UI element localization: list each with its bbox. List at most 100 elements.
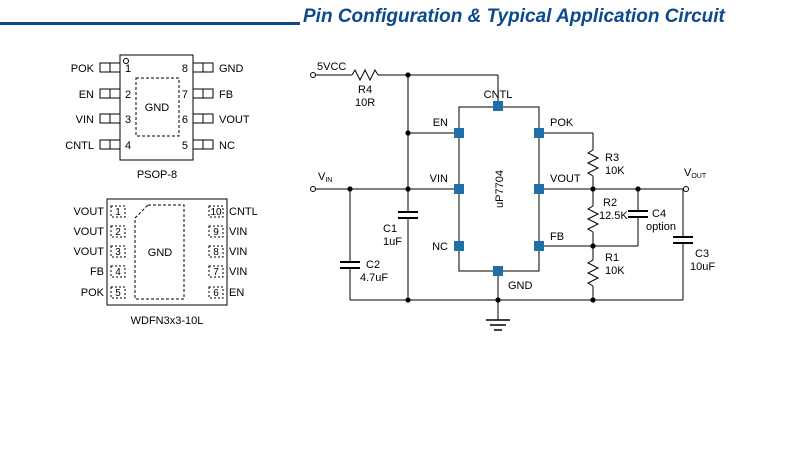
r3-resistor (586, 149, 600, 177)
psop8-pin1-marker (123, 58, 129, 64)
pad-en (454, 128, 464, 138)
psop8-label-8: GND (219, 63, 244, 75)
c4-value: option (646, 221, 676, 233)
psop8-label-2: EN (79, 89, 94, 101)
ic-pin-gnd-label: GND (508, 280, 533, 292)
r2-name: R2 (603, 197, 617, 209)
wdfn-pad-label: GND (148, 247, 173, 259)
c1-name: C1 (383, 223, 397, 235)
r1-value: 10K (605, 265, 625, 277)
psop8-label-4: CNTL (65, 140, 94, 152)
psop8-label-6: VOUT (219, 114, 250, 126)
wdfn-num-8: 8 (213, 247, 219, 258)
wdfn-label-9: VIN (229, 226, 247, 238)
ic-pin-nc-label: NC (432, 241, 448, 253)
psop8-num-2: 2 (125, 89, 131, 101)
r4-value: 10R (355, 97, 375, 109)
psop8-package (99, 54, 214, 161)
r4-name: R4 (358, 84, 372, 96)
wdfn-num-6: 6 (213, 288, 219, 299)
pad-pok (534, 128, 544, 138)
wdfn-package (106, 198, 228, 306)
wdfn-num-3: 3 (115, 247, 121, 258)
wdfn-label-4: FB (90, 266, 104, 278)
wdfn-num-1: 1 (115, 207, 121, 218)
psop8-num-4: 4 (125, 140, 131, 152)
pad-cntl (493, 101, 503, 111)
wdfn-package-name: WDFN3x3-10L (131, 315, 204, 327)
ic-pin-cntl-label: CNTL (484, 89, 513, 101)
psop8-pad-label: GND (145, 102, 170, 114)
ic-pin-pads (454, 101, 544, 276)
psop8-num-3: 3 (125, 114, 131, 126)
wdfn-num-9: 9 (213, 227, 219, 238)
wdfn-label-6: EN (229, 287, 244, 299)
wdfn-pin-10 (208, 205, 224, 218)
ic-pin-vin-label: VIN (430, 173, 448, 185)
vout-label: VOUT (684, 167, 707, 180)
psop8-body (119, 54, 194, 161)
wdfn-pin-3 (110, 245, 126, 258)
psop8-num-8: 8 (182, 63, 188, 75)
wdfn-num-7: 7 (213, 267, 219, 278)
wdfn-pin-7 (208, 265, 224, 278)
r1-name: R1 (605, 252, 619, 264)
5vcc-terminal (310, 72, 316, 78)
c3-name: C3 (695, 248, 709, 260)
c1-value: 1uF (383, 236, 402, 248)
psop8-thermal-pad (135, 77, 180, 137)
c2-value: 4.7uF (360, 272, 388, 284)
ic-part-name: uP7704 (494, 170, 506, 208)
wdfn-pin-5 (110, 286, 126, 299)
vout-terminal (683, 186, 689, 192)
page-title: Pin Configuration & Typical Application … (303, 6, 725, 27)
c3-value: 10uF (690, 261, 715, 273)
ic-pin-pok-label: POK (550, 117, 574, 129)
r2-value: 12.5K (599, 210, 628, 222)
wdfn-pin-9 (208, 225, 224, 238)
wdfn-label-8: VIN (229, 246, 247, 258)
r4-resistor (351, 68, 379, 82)
psop8-num-1: 1 (125, 63, 131, 75)
junction-dots (347, 72, 641, 303)
ic-pin-vout-label: VOUT (550, 173, 581, 185)
vin-label: VIN (318, 171, 332, 184)
psop8-package-name: PSOP-8 (137, 169, 177, 181)
r2-resistor (586, 205, 600, 233)
wdfn-thermal-pad (134, 204, 185, 300)
wdfn-pin-2 (110, 225, 126, 238)
c4-name: C4 (652, 208, 666, 220)
psop8-label-7: FB (219, 89, 233, 101)
wdfn-num-4: 4 (115, 267, 121, 278)
pad-fb (534, 241, 544, 251)
ic-pin-fb-label: FB (550, 231, 564, 243)
wdfn-pin-8 (208, 245, 224, 258)
wdfn-num-2: 2 (115, 227, 121, 238)
wdfn-label-1: VOUT (73, 206, 104, 218)
pad-gnd (493, 266, 503, 276)
5vcc-label: 5VCC (317, 61, 346, 73)
r3-name: R3 (605, 152, 619, 164)
pad-nc (454, 241, 464, 251)
pad-vout (534, 184, 544, 194)
pad-vin (454, 184, 464, 194)
wdfn-label-5: POK (81, 287, 105, 299)
wdfn-pin-6 (208, 286, 224, 299)
c2-name: C2 (366, 259, 380, 271)
wdfn-num-10: 10 (210, 207, 222, 218)
wdfn-label-2: VOUT (73, 226, 104, 238)
wdfn-num-5: 5 (115, 288, 121, 299)
wdfn-label-3: VOUT (73, 246, 104, 258)
vin-terminal (310, 186, 316, 192)
psop8-label-5: NC (219, 140, 235, 152)
psop8-label-3: VIN (76, 114, 94, 126)
ic-pin-en-label: EN (433, 117, 448, 129)
wdfn-body (106, 198, 228, 306)
wdfn-pin-1 (110, 205, 126, 218)
psop8-label-1: POK (71, 63, 95, 75)
wdfn-pin-4 (110, 265, 126, 278)
psop8-num-6: 6 (182, 114, 188, 126)
header-rule (0, 22, 300, 25)
psop8-num-7: 7 (182, 89, 188, 101)
